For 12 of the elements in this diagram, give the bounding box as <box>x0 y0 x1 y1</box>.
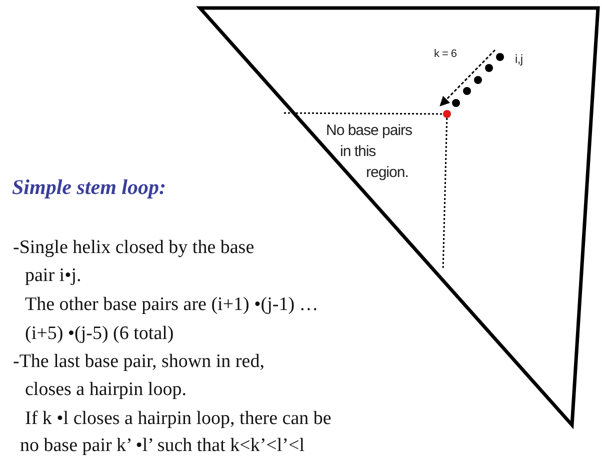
heading: Simple stem loop: <box>12 175 166 200</box>
step-count-label: k = 6 <box>434 48 457 60</box>
region-note: No base pairs in this region. <box>326 121 414 183</box>
body-text-line: -The last base pair, shown in red, <box>13 351 264 373</box>
body-text-line: The other base pairs are (i+1) •(j-1) … <box>25 294 318 316</box>
pair-label: i,j <box>515 52 523 66</box>
body-text-line: closes a hairpin loop. <box>25 379 186 401</box>
body-text-line: no base pair k’ •l’ such that k<k’<l’<l <box>20 435 304 457</box>
body-text-line: -Single helix closed by the base <box>13 237 254 259</box>
body-text-line: If k •l closes a hairpin loop, there can be <box>25 408 332 430</box>
body-text-line: pair i•j. <box>25 265 82 287</box>
body-text-line: (i+5) •(j-5) (6 total) <box>25 323 174 345</box>
